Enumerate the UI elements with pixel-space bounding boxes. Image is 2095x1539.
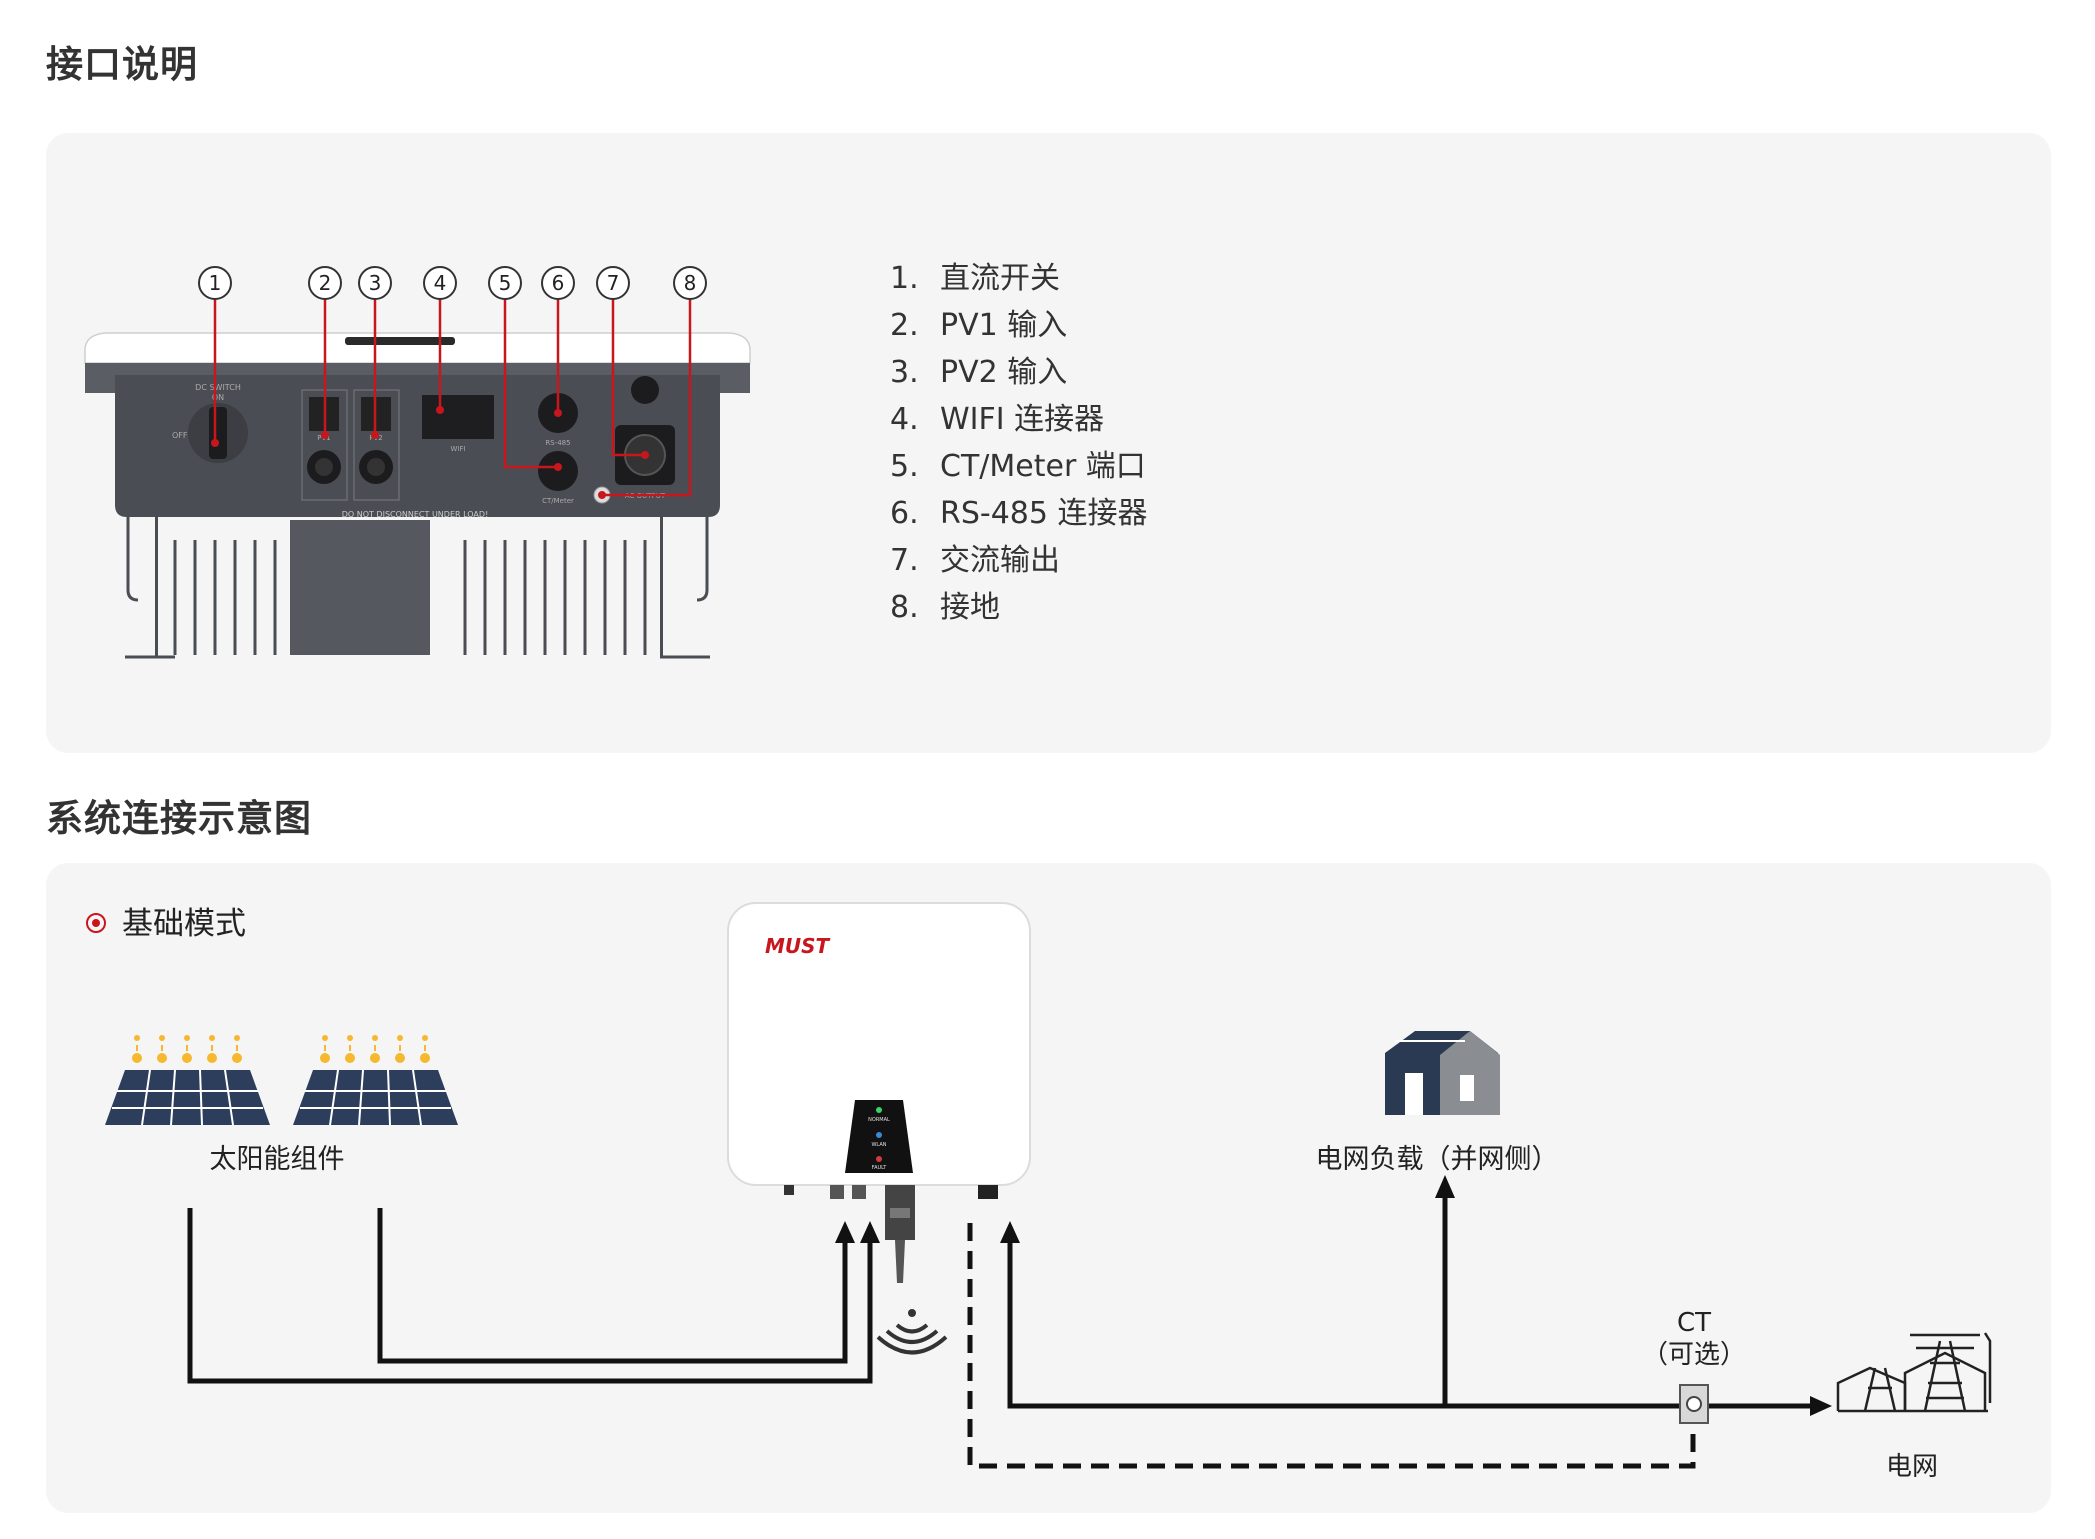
warning-text: DO NOT DISCONNECT UNDER LOAD! (342, 510, 489, 519)
section-title-interface: 接口说明 (46, 43, 198, 86)
dc-switch-text: DC SWITCH (195, 383, 241, 392)
ct-meter-panel-text: CT/Meter (542, 497, 574, 505)
callout-3 (358, 266, 392, 300)
solar-panel-icon (293, 1035, 458, 1126)
solar-panel-icon (105, 1035, 270, 1126)
callout-1 (198, 266, 232, 300)
indicator-wlan: WLAN (871, 1142, 886, 1148)
list-item: 4.WIFI 连接器 (890, 402, 1105, 437)
callout-6 (541, 266, 575, 300)
callout-2-text: 2 (319, 271, 332, 295)
solar-label: 太阳能组件 (210, 1144, 345, 1175)
callout-1-text: 1 (209, 271, 222, 295)
mode-radio-icon (86, 913, 106, 933)
interface-list: 1.直流开关 2.PV1 输入 3.PV2 输入 4.WIFI 连接器 5.CT… (890, 255, 1148, 631)
callout-4-text: 4 (434, 271, 447, 295)
callout-2 (308, 266, 342, 300)
callout-8 (673, 266, 707, 300)
callout-5-text: 5 (499, 271, 512, 295)
section-title-system: 系统连接示意图 (46, 797, 312, 840)
callout-8-text: 8 (684, 271, 697, 295)
load-label: 电网负载（并网侧） (1316, 1144, 1559, 1175)
system-diagram: 基础模式 太阳能组件 MUST (86, 902, 1992, 1482)
wifi-panel-text: WIFI (450, 445, 465, 453)
callout-7-text: 7 (607, 271, 620, 295)
inverter-bottom-view: DC SWITCH ON OFF PV1 PV2 WIFI RS-485 CT/… (84, 266, 751, 659)
list-item: 6.RS-485 连接器 (890, 496, 1148, 531)
list-item: 1.直流开关 (890, 261, 1060, 296)
ct-optional-label: （可选） (1642, 1340, 1746, 1370)
list-item: 2.PV1 输入 (890, 308, 1068, 343)
ct-label: CT (1677, 1308, 1711, 1338)
inverter-icon: MUST NORMAL WLAN FAULT (727, 902, 1031, 1283)
dc-off-text: OFF (172, 431, 188, 440)
callout-4 (423, 266, 457, 300)
wifi-port (422, 395, 494, 439)
indicator-normal: NORMAL (868, 1117, 890, 1123)
dc-on-text: ON (212, 393, 224, 402)
callout-7 (596, 266, 630, 300)
list-item: 7.交流输出 (890, 543, 1060, 578)
callout-3-text: 3 (369, 271, 382, 295)
list-item: 5.CT/Meter 端口 (890, 449, 1146, 484)
indicator-fault: FAULT (872, 1165, 888, 1171)
grid-label: 电网 (1886, 1452, 1938, 1482)
grid-tower-icon (1836, 1332, 1992, 1413)
callout-5 (488, 266, 522, 300)
list-item: 3.PV2 输入 (890, 355, 1068, 390)
house-icon (1385, 1031, 1500, 1115)
wifi-signal-icon (876, 1309, 948, 1355)
list-item: 8.接地 (890, 590, 1000, 625)
brand-logo: MUST (765, 934, 831, 958)
callout-6-text: 6 (552, 271, 565, 295)
mode-label: 基础模式 (122, 906, 246, 942)
rs485-panel-text: RS-485 (545, 439, 570, 447)
